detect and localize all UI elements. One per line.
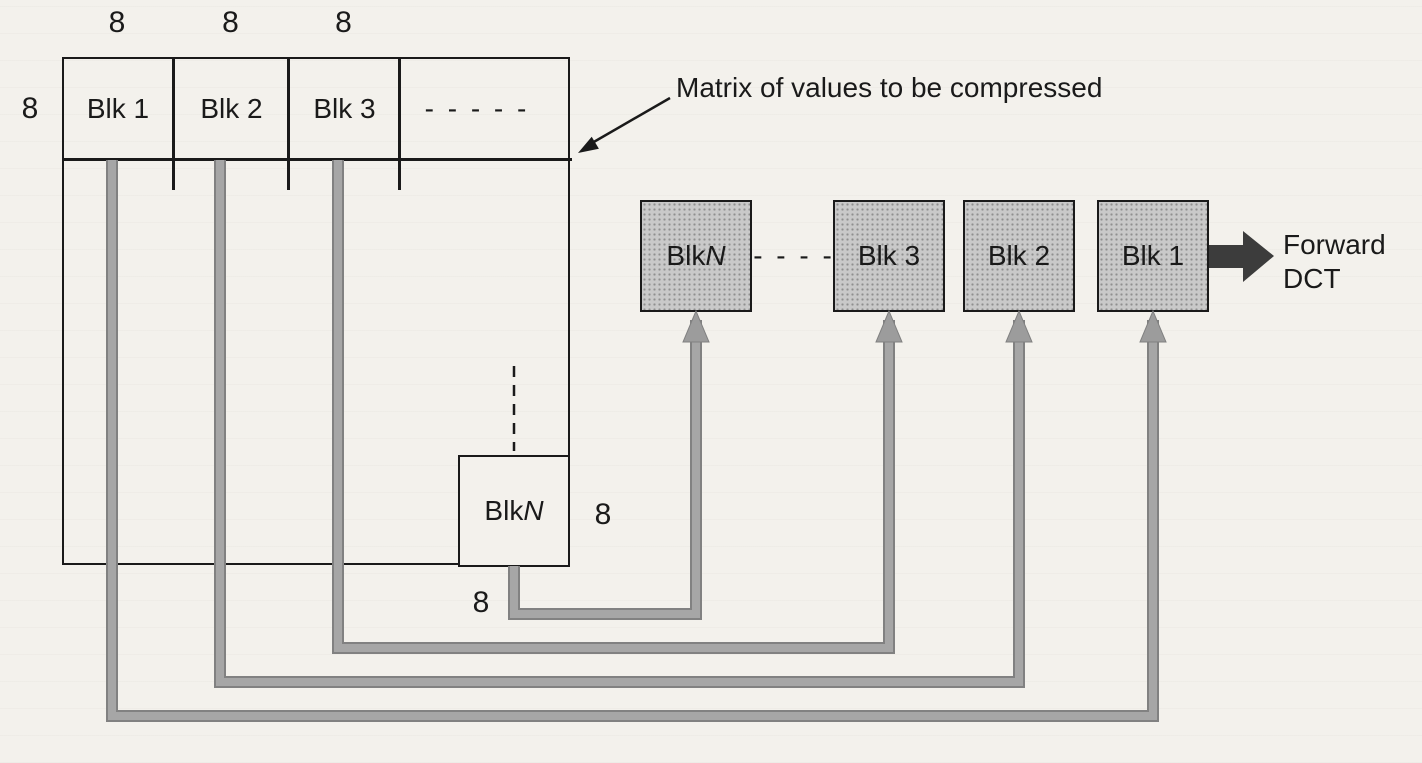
forward-dct-label: Forward DCT [1283,228,1386,296]
dct-row-dashes: - - - - [753,240,835,271]
dct-block-blkN-prefix: Blk [666,240,706,271]
matrix-cell-divider-2 [287,59,290,190]
matrix-cell-divider-1 [172,59,175,190]
dct-block-blk3: Blk 3 [833,200,945,312]
matrix-blkN-label-prefix: Blk [484,495,524,526]
arrowhead-up-blkN-icon [682,309,710,343]
dct-block-blkN-n: N [705,240,726,271]
matrix-pointer-arrow [578,96,671,153]
pipe-blk2 [214,160,1025,688]
arrowhead-up-blk1-icon [1139,309,1167,343]
forward-dct-arrow-icon [1209,231,1274,282]
matrix-cell-blk1-label: Blk 1 [86,92,150,124]
matrix-cell-blk2-label: Blk 2 [200,92,263,124]
dim-label-top-blk3: 8 [335,6,352,39]
matrix-blkN-square: Blk N [458,455,570,567]
arrowhead-up-blk3-icon [875,309,903,343]
pipe-blkN [508,320,702,620]
matrix-blkN-label-n: N [523,495,544,526]
matrix-outline [62,57,570,565]
dim-label-left: 8 [21,91,39,125]
matrix-header-divider [62,158,572,161]
dim-label-top-blk2: 8 [222,6,239,39]
dim-label-top-blk1: 8 [108,6,126,39]
pipe-blk3 [332,160,895,654]
forward-dct-label-line2: DCT [1283,263,1341,294]
dct-block-blk2: Blk 2 [963,200,1075,312]
matrix-pointer-label: Matrix of values to be compressed [676,72,1103,103]
dim-label-blkN-right: 8 [594,498,612,531]
arrowhead-up-blk2-icon [1005,309,1033,343]
dct-block-blkN: Blk N [640,200,752,312]
pipe-blk1 [106,160,1159,722]
dct-block-blk1: Blk 1 [1097,200,1209,312]
matrix-cell-divider-3 [398,59,401,190]
dim-label-blkN-bottom: 8 [472,586,490,619]
matrix-header-dashes: - - - - - [424,92,530,124]
forward-dct-label-line1: Forward [1283,229,1386,260]
matrix-cell-blk3-label: Blk 3 [313,92,376,124]
